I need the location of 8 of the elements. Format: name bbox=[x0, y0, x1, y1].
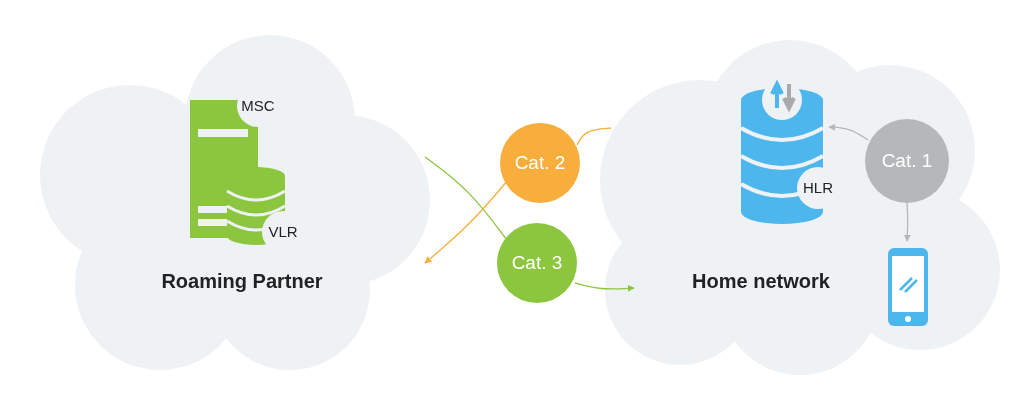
category-label: Cat. 1 bbox=[880, 150, 934, 172]
connector-arrow bbox=[903, 202, 911, 242]
network-label: Roaming Partner bbox=[160, 270, 324, 293]
connector-arrow bbox=[828, 123, 869, 141]
network-label: Home network bbox=[691, 270, 831, 293]
connector-arrow bbox=[574, 282, 635, 292]
category-label: Cat. 2 bbox=[513, 152, 567, 174]
category-label: Cat. 3 bbox=[510, 252, 564, 274]
